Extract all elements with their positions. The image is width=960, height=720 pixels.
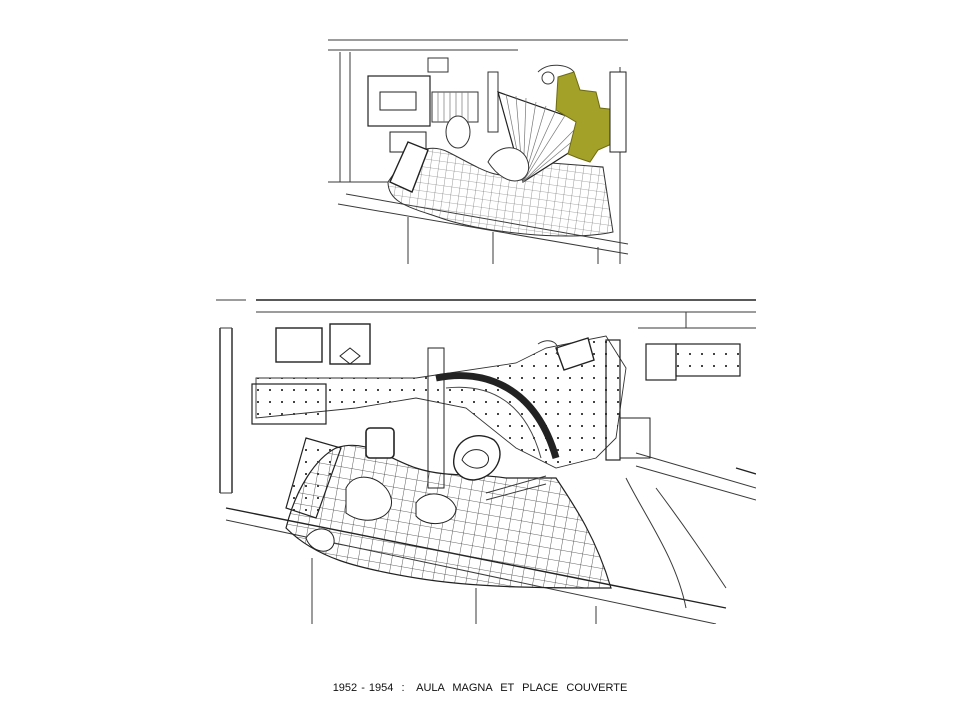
covered-square-grid [387,147,614,237]
left-wing [251,323,371,519]
grid-island-2 [415,493,457,524]
grid-island-1 [345,476,392,521]
aula-magna-fan [487,91,579,183]
caption: 1952 - 1954 : AULA MAGNA ET PLACE COUVER… [332,682,628,694]
buildings [367,57,499,193]
site-plan-bottom [216,299,756,624]
highlighted-zone [555,71,619,163]
forecourt-dotted [255,335,627,469]
aula-magna-arc [365,347,560,501]
site-plan-top [328,39,629,264]
right-complex [537,312,756,461]
grid-island-3 [305,528,335,552]
right-buildings [537,64,627,153]
